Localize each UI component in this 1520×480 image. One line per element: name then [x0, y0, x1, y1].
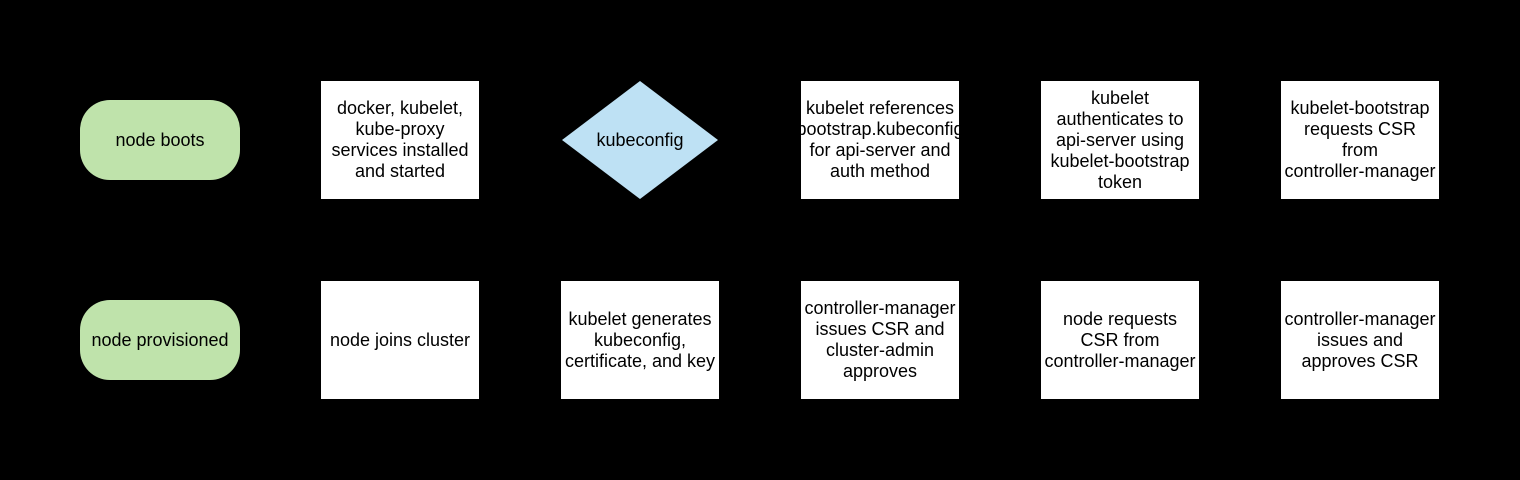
terminal-node-boots: node boots — [80, 100, 240, 180]
node-label: controller-manager issues CSR and cluste… — [804, 298, 956, 381]
node-label: kubelet references bootstrap.kubeconfig … — [796, 98, 964, 181]
process-kubelet-generates-kubeconfig: kubelet generates kubeconfig, certificat… — [561, 281, 719, 399]
node-label: node requests CSR from controller-manage… — [1044, 308, 1196, 371]
node-label: kubeconfig — [596, 129, 684, 150]
decision-kubeconfig: kubeconfig — [562, 81, 718, 199]
node-label: kubelet authenticates to api-server usin… — [1050, 87, 1190, 192]
process-node-joins-cluster: node joins cluster — [321, 281, 479, 399]
process-kubelet-authenticates: kubelet authenticates to api-server usin… — [1041, 81, 1199, 199]
process-cm-issues-csr-admin-approves: controller-manager issues CSR and cluste… — [801, 281, 959, 399]
process-kubelet-bootstrap-requests-csr: kubelet-bootstrap requests CSR from cont… — [1281, 81, 1439, 199]
terminal-node-provisioned: node provisioned — [80, 300, 240, 380]
process-kubelet-references-bootstrap: kubelet references bootstrap.kubeconfig … — [796, 81, 964, 199]
process-node-requests-csr: node requests CSR from controller-manage… — [1041, 281, 1199, 399]
process-cm-issues-and-approves-csr: controller-manager issues and approves C… — [1281, 281, 1439, 399]
node-label: controller-manager issues and approves C… — [1284, 308, 1436, 371]
node-label: node joins cluster — [329, 329, 471, 350]
node-label: kubelet generates kubeconfig, certificat… — [564, 308, 716, 371]
node-label: node provisioned — [91, 329, 229, 350]
node-label: node boots — [115, 129, 205, 150]
process-services-installed: docker, kubelet, kube-proxy services ins… — [321, 81, 479, 199]
node-label: kubelet-bootstrap requests CSR from cont… — [1284, 98, 1436, 181]
node-label: docker, kubelet, kube-proxy services ins… — [331, 98, 469, 181]
